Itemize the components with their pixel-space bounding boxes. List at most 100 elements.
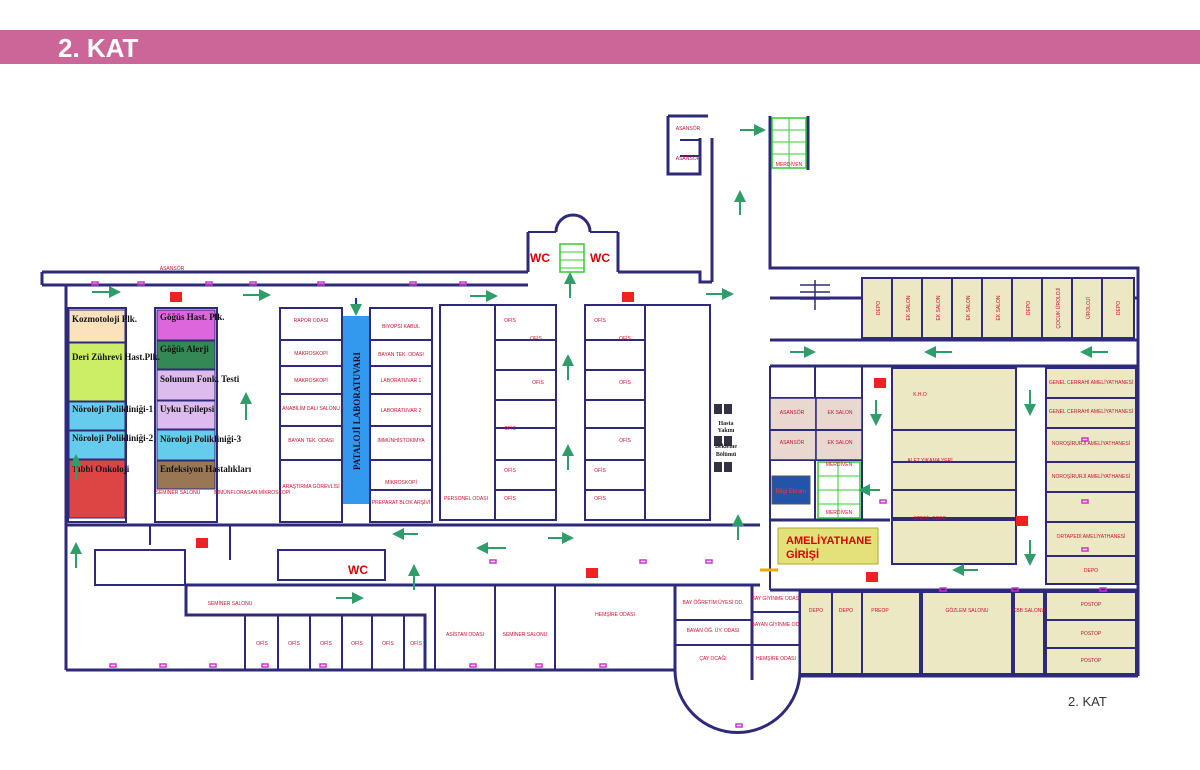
room-label: KBB SALONU xyxy=(1013,608,1045,614)
room-label: MİKROSKOPİ xyxy=(385,479,417,486)
operating-wing xyxy=(559,117,1137,675)
room-label: ÇOCUK ÜROLOJİ xyxy=(1055,287,1062,328)
room-label: OFİS xyxy=(594,467,606,474)
footer-floor-label: 2. KAT xyxy=(1068,694,1107,709)
room-label: ASANSÖR xyxy=(780,409,805,416)
left-wing-rooms xyxy=(67,213,863,670)
surgery-entrance-label: AMELİYATHANE xyxy=(786,534,872,547)
room-label: DEPO xyxy=(839,608,853,614)
room-label: MAKROSKOPİ xyxy=(294,350,328,357)
room-label: MERDİVEN xyxy=(776,161,803,168)
clinic-label: Enfeksiyon Hastalıkları xyxy=(160,464,252,474)
room-label: POSTOP xyxy=(1081,602,1102,608)
room-label: OFİS xyxy=(619,437,631,444)
room-label: ASANSÖR xyxy=(676,155,701,162)
walls xyxy=(40,114,1140,734)
room-label: SEMİNER SALONU xyxy=(503,631,548,638)
room-label: EK SALON xyxy=(827,440,852,446)
room-label: PREOP xyxy=(871,608,889,614)
room-label: GÖZLEM SALONU xyxy=(945,607,988,614)
fire-extinguisher-icon xyxy=(586,568,598,578)
room-label: HEMŞİRE ODASI xyxy=(595,611,635,618)
fire-extinguisher-icon xyxy=(1016,516,1028,526)
clinic-label: Tıbbi Onkoloji xyxy=(72,464,130,474)
room-label: ASANSÖR xyxy=(780,439,805,446)
room-label: HEMŞİRE ODASI xyxy=(756,655,796,662)
fire-extinguisher-icons xyxy=(170,292,1028,582)
room-label: OFİS xyxy=(382,640,394,647)
room-label: K.H.O xyxy=(913,392,927,398)
pathology-lab xyxy=(343,316,369,504)
room-label: SEMİNER SALONU xyxy=(208,600,253,607)
waiting-area: Hasta Yakını Bekleme Bölümü xyxy=(714,404,737,472)
room-label: İMMÜNHİSTOKİMYA xyxy=(377,437,425,444)
room-label: MERDİVEN xyxy=(826,509,853,516)
room-label: BAYAN GİYİNME OD. xyxy=(752,621,801,628)
room-label: OFİS xyxy=(351,640,363,647)
room-label: ORTAPEDİ AMELİYATHANESİ xyxy=(1057,533,1126,540)
room-label: OFİS xyxy=(410,640,422,647)
room-label: BAYAN TEK. ODASI xyxy=(288,438,334,444)
room-label: DEPO xyxy=(809,608,823,614)
room-label: POSTOP xyxy=(1081,658,1102,664)
clinic-label: Nöroloji Polikliniği-3 xyxy=(160,434,242,444)
room-label: BAY ÖĞRETİM ÜYESİ OD. xyxy=(683,599,744,606)
clinic-boxes xyxy=(68,309,216,519)
clinic-label: Kozmotoloji Plk. xyxy=(72,314,137,324)
room-label: MAKROSKOPİ xyxy=(294,377,328,384)
clinic-labels: Kozmotoloji Plk. Deri Zührevi Hast.Plk. … xyxy=(72,312,252,474)
room-label: OFİS xyxy=(288,640,300,647)
room-label: LABORATUVAR 1 xyxy=(381,378,422,384)
room-label: DEPO xyxy=(1026,301,1032,315)
wc-right-label: WC xyxy=(590,251,610,265)
room-label: ALET YIKAMA YERİ xyxy=(907,457,952,464)
room-label: EK SALON xyxy=(906,295,912,320)
clinic-label: Solunum Fonk. Testi xyxy=(160,374,240,384)
wc-labels: WC WC WC xyxy=(348,251,610,577)
svg-text:Bilgi Ekranı: Bilgi Ekranı xyxy=(776,489,807,495)
header-bar xyxy=(0,30,1200,64)
room-label: STERİL DEPO xyxy=(914,515,947,522)
room-label: OFİS xyxy=(594,317,606,324)
fire-extinguisher-icon xyxy=(196,538,208,548)
room-label: GENEL CERRAHİ AMELİYATHANESİ xyxy=(1049,379,1133,386)
room-label: GENEL CERRAHİ AMELİYATHANESİ xyxy=(1049,408,1133,415)
room-label: ASANSÖR xyxy=(160,265,185,272)
room-label: OFİS xyxy=(504,425,516,432)
fire-extinguisher-icon xyxy=(622,292,634,302)
room-label: ÇAY OCAĞI xyxy=(699,655,726,662)
svg-text:Hasta: Hasta xyxy=(719,421,734,427)
room-labels: ASANSÖR ASANSÖR MERDİVEN ASANSÖR RAPOR O… xyxy=(156,125,1134,664)
room-label: PREPARAT BLOK ARŞİVİ xyxy=(372,499,430,506)
room-label: OFİS xyxy=(256,640,268,647)
room-label: NOROŞİRURJİ AMELİYATHANESİ xyxy=(1052,440,1130,447)
clinic-label: Göğüs Alerji xyxy=(160,344,209,354)
room-label: OFİS xyxy=(504,467,516,474)
room-label: ASİSTAN ODASI xyxy=(446,631,484,638)
room-label: BİYOPSİ KABUL xyxy=(382,323,420,330)
room-label: OFİS xyxy=(320,640,332,647)
clinic-label: Deri Zührevi Hast.Plk. xyxy=(72,352,160,362)
room-label: EK SALON xyxy=(996,295,1002,320)
room-label: OFİS xyxy=(504,495,516,502)
room-label: BAYAN ÖĞ. ÜY. ODASI xyxy=(687,627,740,634)
room-label: DEPO xyxy=(1116,301,1122,315)
door-markers xyxy=(91,281,1107,728)
wc-bottom-label: WC xyxy=(348,563,368,577)
room-label: EK SALON xyxy=(936,295,942,320)
surgery-entrance-label: GİRİŞİ xyxy=(786,548,819,561)
room-label: ANABİLİM DALI SALONU xyxy=(282,405,340,412)
clinic-label: Nöroloji Polikliniği-1 xyxy=(72,404,154,414)
svg-text:Bölümü: Bölümü xyxy=(716,452,737,458)
room-label: OFİS xyxy=(594,495,606,502)
room-label: OFİS xyxy=(532,379,544,386)
room-label: BAYAN TEK. ODASI xyxy=(378,352,424,358)
fire-extinguisher-icon xyxy=(874,378,886,388)
room-label: OFİS xyxy=(619,335,631,342)
room-label: RAPOR ODASI xyxy=(294,318,329,324)
room-label: ÜROLOJİ xyxy=(1085,297,1092,319)
room-label: NOROŞİRURJİ AMELİYATHANESİ xyxy=(1052,473,1130,480)
clinic-label: Uyku Epilepsi xyxy=(160,404,215,414)
fire-extinguisher-icon xyxy=(866,572,878,582)
page-title: 2. KAT xyxy=(58,33,139,63)
